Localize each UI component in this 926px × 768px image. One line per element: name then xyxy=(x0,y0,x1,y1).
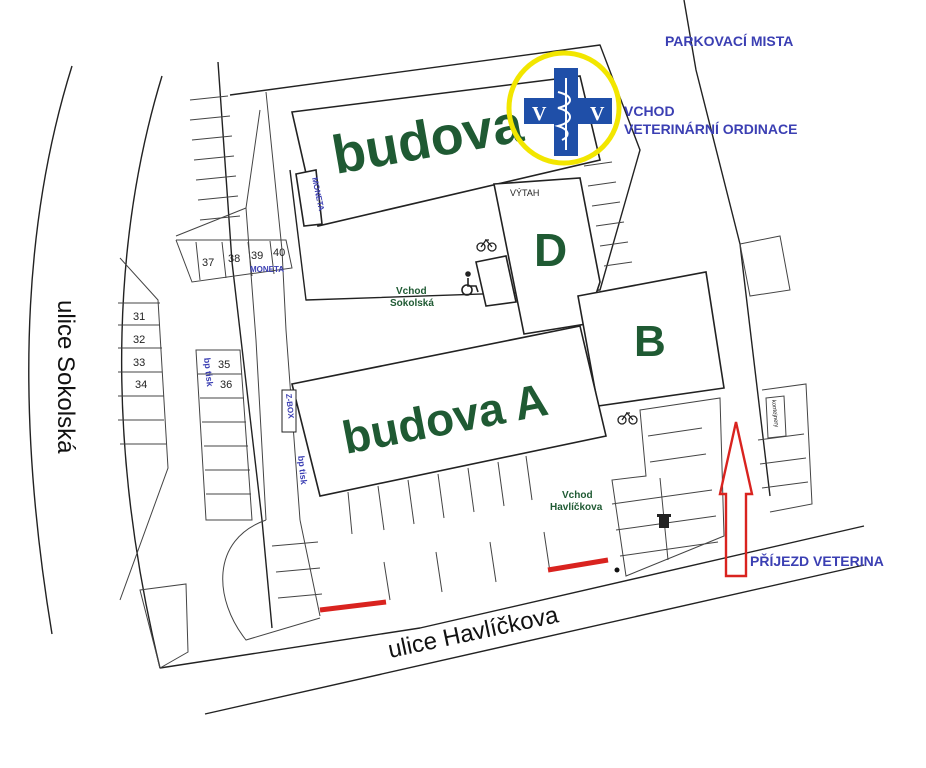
lift-label: VÝTAH xyxy=(510,188,539,198)
sokolska-street-edge-left xyxy=(28,65,73,635)
parking-number-33: 33 xyxy=(133,357,145,369)
parking-number-39: 39 xyxy=(251,250,263,262)
building-d-porch xyxy=(475,255,517,307)
driveway-left xyxy=(175,109,267,521)
bp-tisk-label-1: bp tisk xyxy=(202,357,215,388)
parking-number-34: 34 xyxy=(135,379,147,391)
vet-letter-right: V xyxy=(590,103,605,125)
entrance-sokolska-line2: Sokolská xyxy=(390,298,434,309)
havlickova-street-edge-bottom xyxy=(204,564,865,715)
kontejnery-label: kontejnery xyxy=(770,400,779,428)
havlickova-street-label: ulice Havlíčkova xyxy=(386,601,562,664)
wheelchair-icon xyxy=(461,271,479,296)
driveway-right xyxy=(265,91,301,521)
entrance-havlickova-line1: Vchod xyxy=(562,490,593,501)
bp-tisk-label-2: bp tisk xyxy=(296,455,309,486)
bin-icon xyxy=(657,514,671,528)
vet-entrance-line2: VETERINÁRNÍ ORDINACE xyxy=(624,121,797,137)
caduceus-icon xyxy=(554,78,571,150)
parking-row-37-40 xyxy=(175,239,293,283)
bollard-dot xyxy=(614,567,620,573)
zbox-label: Z-BOX xyxy=(284,393,296,419)
building-b-label: B xyxy=(634,317,666,366)
east-parking xyxy=(739,235,813,513)
front-parking-outline xyxy=(271,519,323,617)
parking-number-36: 36 xyxy=(220,379,232,391)
vet-letter-left: V xyxy=(532,103,547,125)
sokolska-street-edge-right xyxy=(120,75,163,669)
parking-row-35-36 xyxy=(195,349,253,521)
lower-left-kerb xyxy=(222,519,321,641)
parking-row-31-34 xyxy=(119,257,169,601)
upper-right-parking-lines xyxy=(583,161,633,267)
parking-number-37: 37 xyxy=(202,257,214,269)
right-driveway xyxy=(611,397,725,577)
right-parking-lines xyxy=(611,427,719,561)
lower-left-island xyxy=(139,583,189,669)
zbox-box xyxy=(281,389,297,433)
parking-lines-top-left xyxy=(189,95,241,221)
kontejnery-box xyxy=(765,395,787,439)
parking-lines-front xyxy=(347,455,551,601)
bicycle-icon-lower xyxy=(617,411,638,425)
arrival-label: PŘÍJEZD VETERINA xyxy=(750,552,884,569)
parking-number-38: 38 xyxy=(228,253,240,265)
no-parking-mark-right xyxy=(547,557,609,573)
havlickova-street-edge-top xyxy=(159,525,865,669)
vet-entrance-line1: VCHOD xyxy=(624,103,675,119)
moneta-label: MONETA xyxy=(250,265,284,274)
parking-number-40: 40 xyxy=(273,247,285,259)
building-b xyxy=(577,271,725,407)
vet-highlight-ring xyxy=(506,50,622,166)
building-d-label: D xyxy=(534,224,567,276)
arrival-arrow-icon xyxy=(718,421,754,578)
upper-courtyard xyxy=(229,44,641,301)
entrance-sokolska-line1: Vchod xyxy=(396,286,427,297)
sokolska-street-label: ulice Sokolská xyxy=(52,300,79,454)
no-parking-mark-left xyxy=(319,599,387,613)
entrance-havlickova-line2: Havlíčkova xyxy=(550,502,603,513)
parking-number-32: 32 xyxy=(133,334,145,346)
parking-lines-35-36 xyxy=(198,373,251,495)
site-boundary xyxy=(217,0,771,629)
parking-number-31: 31 xyxy=(133,311,145,323)
parking-lines-31-34 xyxy=(118,302,166,445)
building-a xyxy=(291,325,607,497)
bicycle-icon-upper xyxy=(476,238,497,252)
parking-number-35: 35 xyxy=(218,359,230,371)
parking-label: PARKOVACÍ MISTA xyxy=(665,33,793,49)
building-c-annex xyxy=(295,169,323,227)
